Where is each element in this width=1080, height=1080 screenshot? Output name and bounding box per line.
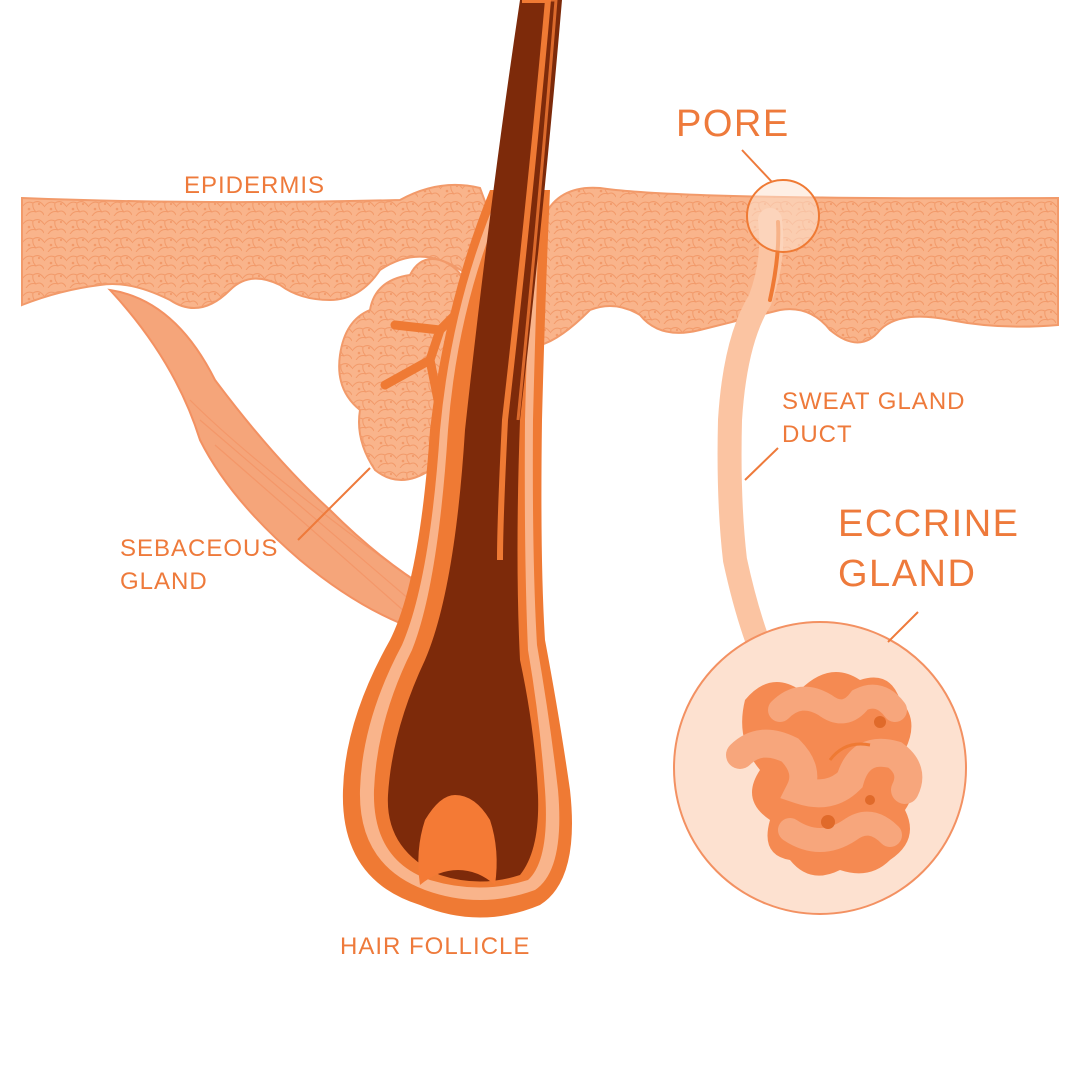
hair-follicle-label: HAIR FOLLICLE xyxy=(340,933,530,962)
eccrine-gland-label-line2: GLAND xyxy=(838,552,1020,598)
sweat-gland-duct-label-line2: DUCT xyxy=(782,421,965,450)
sebaceous-gland-label-line2: GLAND xyxy=(120,568,278,597)
sweat-duct-leader-line xyxy=(745,448,778,480)
epidermis-label: EPIDERMIS xyxy=(184,172,325,201)
sebaceous-gland-label-line1: SEBACEOUS xyxy=(120,535,278,564)
eccrine-gland-label-line1: ECCRINE xyxy=(838,502,1020,548)
sebaceous-gland-label: SEBACEOUS GLAND xyxy=(120,535,278,597)
pore-leader-line xyxy=(742,150,772,182)
eccrine-leader-line xyxy=(888,612,918,642)
pore-circle xyxy=(747,180,819,252)
sweat-gland-duct-label-line1: SWEAT GLAND xyxy=(782,388,965,417)
sweat-gland-duct-label: SWEAT GLAND DUCT xyxy=(782,388,965,450)
eccrine-gland-label: ECCRINE GLAND xyxy=(838,502,1020,597)
pore-label: PORE xyxy=(676,102,790,148)
